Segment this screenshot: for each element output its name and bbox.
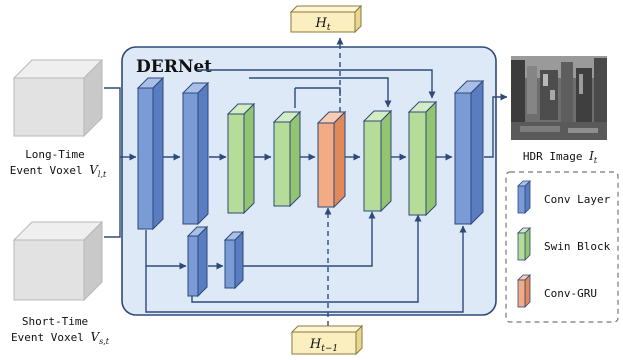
conv-layer-down-2	[223, 230, 245, 290]
hidden-state-top-box: Ht	[289, 4, 363, 34]
network-panel	[121, 46, 497, 316]
legend-item-conv-gru: Conv-GRU	[517, 274, 597, 308]
swin-block-1	[226, 102, 256, 215]
hdr-output-label: HDR Image It	[523, 149, 598, 165]
legend-swatch	[517, 232, 526, 261]
hdr-output-image	[511, 56, 607, 140]
legend-box	[505, 171, 619, 323]
conv-layer-3	[453, 79, 485, 226]
input-merge-connector	[104, 87, 137, 238]
legend-label: Conv-GRU	[544, 287, 597, 300]
legend-item-conv-layer: Conv Layer	[517, 180, 611, 214]
legend-swatch	[517, 279, 526, 308]
legend-item-swin-block: Swin Block	[517, 227, 611, 261]
conv-layer-2	[181, 81, 210, 226]
conv-gru-block	[316, 110, 347, 209]
conv-layer-1	[136, 76, 165, 231]
long-input-label-line1: Long-Time	[25, 148, 85, 161]
short-time-voxel-cube	[12, 220, 104, 302]
hidden-state-top-label: Ht	[315, 16, 331, 33]
short-input-label-line1: Short-Time	[22, 315, 88, 328]
hidden-state-connection	[324, 37, 344, 326]
network-title: DERNet	[136, 57, 212, 77]
long-input-label-line2: Event Voxel Vl,t	[10, 163, 107, 179]
conv-layer-down-1	[186, 225, 209, 298]
hidden-state-bottom-label: Ht−1	[309, 337, 338, 354]
swin-block-4	[407, 100, 438, 217]
legend-label: Swin Block	[544, 240, 611, 253]
legend-label: Conv Layer	[544, 193, 611, 206]
swin-block-3	[362, 109, 393, 213]
legend-swatch	[517, 185, 526, 214]
block-connections	[145, 69, 508, 313]
short-input-label-line2: Event Voxel Vs,t	[11, 330, 110, 346]
long-time-voxel-cube	[12, 58, 104, 138]
hidden-state-bottom-box: Ht−1	[290, 324, 364, 356]
swin-block-2	[272, 110, 302, 208]
